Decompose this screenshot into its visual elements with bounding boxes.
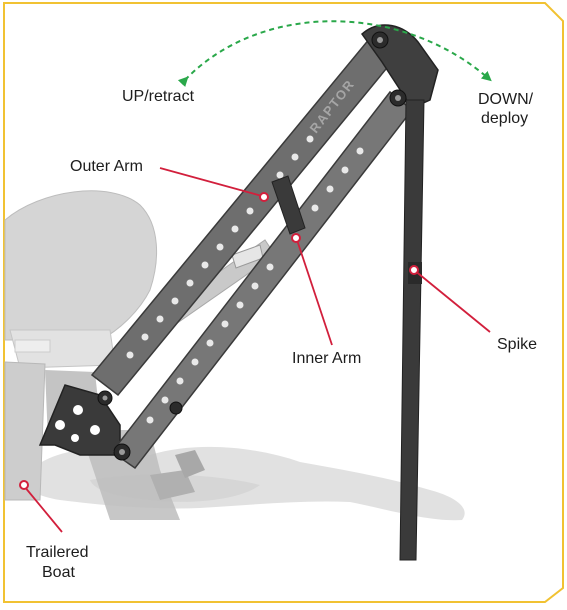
callout-dots: [19, 192, 419, 490]
label-boat-line2: Boat: [42, 564, 75, 581]
frame-border: [3, 2, 564, 603]
pivot-bolts: [97, 31, 407, 461]
label-up-retract: UP/retract: [122, 88, 195, 105]
label-spike: Spike: [497, 336, 537, 353]
spike-shape: [399, 99, 425, 561]
label-inner-arm: Inner Arm: [292, 350, 361, 367]
label-down-line1: DOWN/: [478, 91, 534, 108]
cross-link: [271, 175, 306, 235]
label-down-line2: deploy: [481, 110, 528, 127]
inner-arm-shape: [110, 90, 414, 470]
label-outer-arm: Outer Arm: [70, 158, 143, 175]
outer-arm-shape: [90, 30, 402, 397]
label-boat-line1: Trailered: [26, 544, 89, 561]
motion-arrow: [177, 20, 492, 88]
outboard-motor: [4, 190, 205, 520]
bracket-holes: [55, 405, 100, 442]
callout-lines: [23, 167, 491, 533]
